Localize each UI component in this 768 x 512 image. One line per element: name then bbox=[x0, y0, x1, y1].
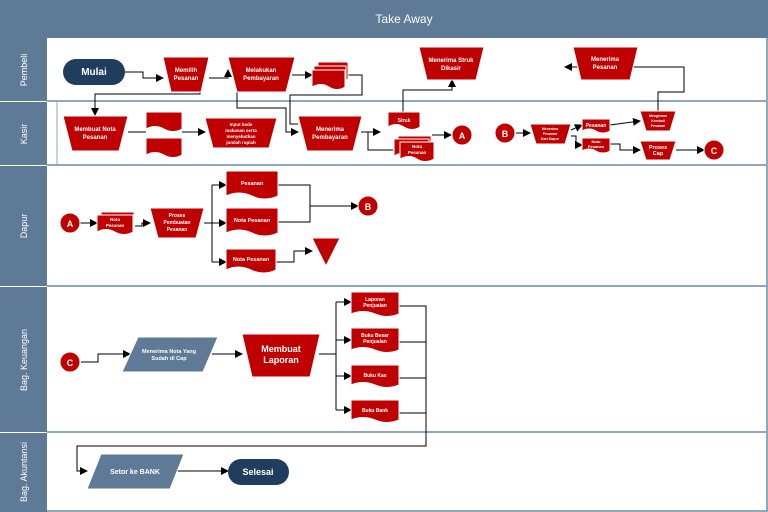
process-melakukan-pembayaran[interactable] bbox=[227, 56, 296, 93]
lanes: Pembeli Kasir Dapur Bag. Keuangan Bag. A… bbox=[0, 38, 768, 512]
connector-a-dapur[interactable] bbox=[59, 212, 81, 234]
connector-b-dapur[interactable] bbox=[357, 195, 379, 217]
dapur-pesanan-label: Pesanan bbox=[241, 181, 264, 187]
end-label: Selesai bbox=[242, 467, 273, 477]
document-nota-dapur bbox=[96, 211, 135, 235]
edges bbox=[76, 63, 705, 475]
lane-label-keuangan: Bag. Keuangan bbox=[19, 329, 29, 391]
start-terminal[interactable] bbox=[63, 59, 125, 85]
process-input-kode[interactable] bbox=[204, 117, 278, 149]
pesanan-kasir-label: Pesanan bbox=[586, 123, 607, 129]
process-membuat-nota[interactable] bbox=[62, 115, 129, 152]
connector-b-kasir[interactable] bbox=[494, 122, 516, 144]
document-stack-pembeli bbox=[311, 61, 349, 90]
buku-bank-label: Buku Bank bbox=[362, 408, 388, 414]
process-menerima-pesanan[interactable] bbox=[572, 46, 639, 81]
process-proses-pembuatan[interactable] bbox=[149, 207, 205, 239]
lane-label-bg-akuntansi bbox=[0, 433, 47, 512]
dapur-nota2-label: Nota Pesanan bbox=[234, 218, 271, 224]
document-buku-bank[interactable] bbox=[350, 399, 400, 423]
lane-label-bg-keuangan bbox=[0, 287, 47, 432]
connector-c-kasir[interactable] bbox=[703, 139, 725, 161]
document-pair-kasir bbox=[145, 111, 183, 158]
process-menerima-struk[interactable] bbox=[418, 46, 485, 81]
document-laporan-penjualan[interactable] bbox=[350, 291, 400, 317]
dapur-nota3-label: Nota Pesanan bbox=[233, 257, 270, 263]
buku-kas-label: Buku Kas bbox=[363, 373, 386, 379]
lane-label-akuntansi: Bag. Akuntansi bbox=[19, 442, 29, 502]
document-nota-kasir2[interactable] bbox=[581, 137, 611, 154]
document-nota-dapur3[interactable] bbox=[225, 248, 277, 274]
io-menerima-nota-cap[interactable] bbox=[121, 336, 219, 373]
diagram-title: Take Away bbox=[375, 12, 432, 26]
connector-b-dapur-label: B bbox=[365, 202, 372, 212]
offpage-triangle[interactable] bbox=[311, 237, 341, 268]
document-struk[interactable] bbox=[387, 111, 421, 130]
lane-label-kasir: Kasir bbox=[19, 124, 29, 145]
end-terminal[interactable] bbox=[228, 459, 289, 485]
connector-a-dapur-label: A bbox=[67, 219, 74, 229]
connector-b-kasir-label: B bbox=[502, 129, 509, 139]
lane-label-bg-kasir bbox=[0, 102, 47, 165]
process-membuat-laporan[interactable] bbox=[241, 333, 321, 378]
process-memilih-pesanan[interactable] bbox=[162, 56, 210, 93]
connector-c-keuangan[interactable] bbox=[59, 351, 81, 373]
document-stack-nota-kasir bbox=[393, 135, 435, 162]
lane-label-bg-pembeli bbox=[0, 38, 47, 101]
process-proses-cap[interactable] bbox=[639, 140, 677, 161]
connector-a-kasir-label: A bbox=[459, 131, 466, 141]
start-label: Mulai bbox=[81, 67, 107, 78]
process-menerima-pembayaran[interactable] bbox=[297, 115, 363, 152]
io-setor-bank[interactable] bbox=[86, 453, 185, 490]
header-bar bbox=[0, 0, 768, 38]
struk-label: Struk bbox=[398, 118, 411, 124]
lane-label-pembeli: Pembeli bbox=[19, 54, 29, 87]
document-buku-kas[interactable] bbox=[350, 364, 400, 388]
document-pesanan-kasir[interactable] bbox=[581, 118, 611, 134]
connector-c-kasir-label: C bbox=[711, 146, 718, 156]
process-mengemas[interactable] bbox=[639, 110, 677, 132]
lane-label-dapur: Dapur bbox=[19, 214, 29, 239]
lane-label-bg-dapur bbox=[0, 166, 47, 286]
document-buku-besar[interactable] bbox=[350, 327, 400, 353]
process-menerima-dari-dapur[interactable] bbox=[529, 123, 572, 145]
setor-label: Setor ke BANK bbox=[110, 469, 160, 476]
connector-c-keuangan-label: C bbox=[67, 358, 74, 368]
document-pesanan-dapur[interactable] bbox=[225, 170, 279, 200]
document-nota-dapur2[interactable] bbox=[225, 207, 279, 237]
connector-a-kasir[interactable] bbox=[451, 124, 473, 146]
